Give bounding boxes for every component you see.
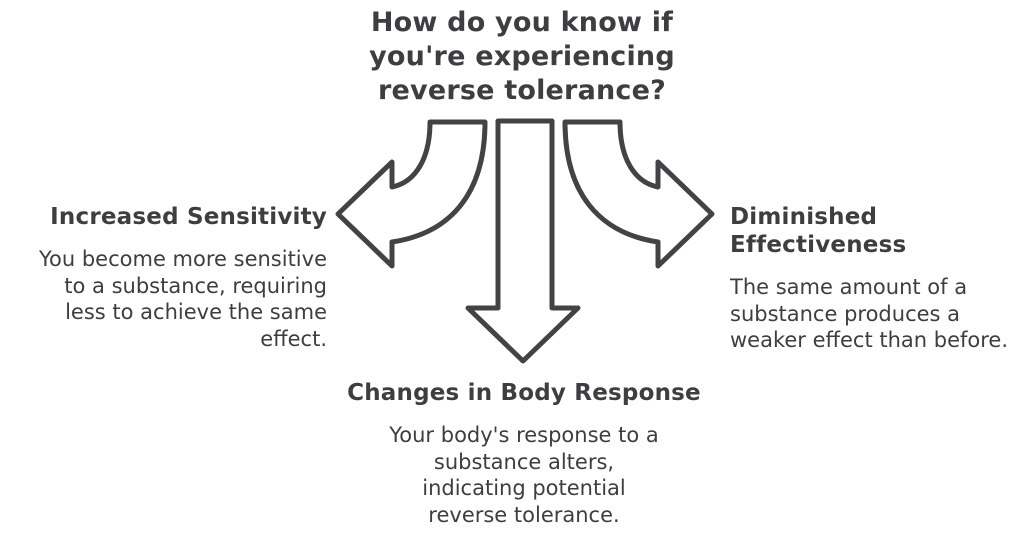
down-arrow-icon: [465, 118, 581, 364]
section-body: You become more sensitive to a substance…: [20, 246, 327, 352]
section-changes-in-body-response: Changes in Body Response Your body's res…: [334, 379, 714, 528]
right-curved-arrow-icon: [562, 119, 715, 269]
diagram-title-line: you're experiencing: [369, 41, 675, 72]
section-heading: Changes in Body Response: [347, 380, 701, 406]
section-diminished-effectiveness: Diminished Effectiveness The same amount…: [730, 203, 1020, 354]
section-body: Your body's response to a substance alte…: [334, 422, 714, 528]
diagram-title-line: reverse tolerance?: [378, 75, 666, 106]
section-body: The same amount of a substance produces …: [730, 274, 1020, 354]
section-body-line: less to achieve the same: [65, 300, 327, 324]
section-body-line: reverse tolerance.: [428, 502, 620, 527]
section-heading: Increased Sensitivity: [50, 204, 327, 230]
section-body-line: You become more sensitive: [38, 247, 327, 271]
section-body-line: Your body's response to a: [389, 423, 659, 447]
diagram-title: How do you know if you're experiencing r…: [330, 6, 714, 108]
section-body-line: effect.: [260, 326, 327, 351]
section-body-line: substance alters,: [433, 449, 615, 474]
section-body-line: substance produces a: [730, 301, 961, 326]
left-curved-arrow-icon: [335, 119, 488, 269]
section-body-line: weaker effect than before.: [730, 328, 1009, 352]
section-heading: Diminished Effectiveness: [730, 204, 907, 258]
section-increased-sensitivity: Increased Sensitivity You become more se…: [20, 203, 327, 352]
diagram-title-line: How do you know if: [370, 7, 674, 38]
section-body-line: The same amount of a: [730, 275, 968, 299]
section-body-line: to a substance, requiring: [64, 273, 327, 298]
section-body-line: indicating potential: [422, 476, 626, 500]
